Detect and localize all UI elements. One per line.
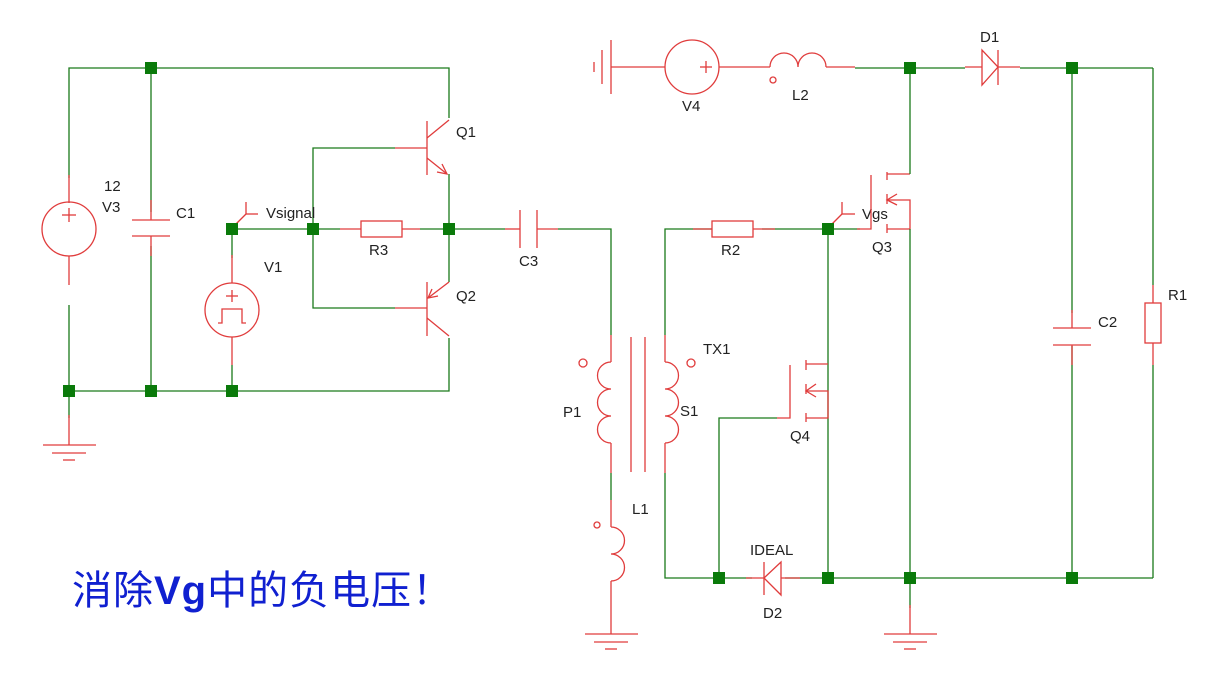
node <box>307 223 319 235</box>
r3-resistor[interactable] <box>340 220 420 238</box>
node <box>145 385 157 397</box>
vsignal-probe-icon[interactable] <box>235 202 258 225</box>
title-part3: 中的负电压！ <box>207 568 454 614</box>
l2-inductor[interactable] <box>769 52 855 84</box>
v1-pulse-source[interactable] <box>204 255 260 365</box>
node <box>145 62 157 74</box>
c1-capacitor[interactable] <box>132 200 170 256</box>
title-part2: Vg <box>154 569 208 613</box>
node <box>713 572 725 584</box>
node <box>822 572 834 584</box>
v3-value-label: 12 <box>104 178 121 195</box>
title-part1: 消除 <box>72 568 154 614</box>
vsignal-label: Vsignal <box>266 205 315 222</box>
v3-label: V3 <box>102 199 120 216</box>
c3-capacitor[interactable] <box>505 210 558 248</box>
ground-icon-v4 <box>593 40 665 94</box>
c1-label: C1 <box>176 205 195 222</box>
q1-label: Q1 <box>456 124 476 141</box>
q3-mosfet[interactable] <box>857 172 911 233</box>
node <box>443 223 455 235</box>
node <box>63 385 75 397</box>
node <box>226 223 238 235</box>
tx1-label: TX1 <box>703 341 731 358</box>
d2-model-label: IDEAL <box>750 542 793 559</box>
junction-nodes <box>63 62 1078 584</box>
v4-label: V4 <box>682 98 700 115</box>
q1-npn-transistor[interactable] <box>395 119 450 175</box>
ground-icon-q3 <box>884 605 937 650</box>
node <box>904 572 916 584</box>
l1-label: L1 <box>632 501 649 518</box>
p1-label: P1 <box>563 404 581 421</box>
node <box>1066 62 1078 74</box>
v1-label: V1 <box>264 259 282 276</box>
ground-icon-left <box>43 415 96 461</box>
node <box>1066 572 1078 584</box>
q2-label: Q2 <box>456 288 476 305</box>
wires-boost <box>855 67 1154 608</box>
wires-driver <box>68 67 612 418</box>
node <box>822 223 834 235</box>
ground-icon-l1 <box>585 633 638 650</box>
r2-label: R2 <box>721 242 740 259</box>
d1-label: D1 <box>980 29 999 46</box>
r3-label: R3 <box>369 242 388 259</box>
node <box>226 385 238 397</box>
q4-mosfet[interactable] <box>777 360 829 422</box>
vgs-label: Vgs <box>862 206 888 223</box>
q2-pnp-transistor[interactable] <box>395 281 450 337</box>
q3-label: Q3 <box>872 239 892 256</box>
tx1-transformer[interactable] <box>578 335 696 473</box>
r1-label: R1 <box>1168 287 1187 304</box>
annotation-title: 消除Vg中的负电压！ <box>72 558 453 616</box>
d1-diode[interactable] <box>965 48 1020 87</box>
v3-dc-source[interactable] <box>41 175 97 285</box>
c2-label: C2 <box>1098 314 1117 331</box>
d2-label: D2 <box>763 605 782 622</box>
d2-diode[interactable] <box>746 560 800 597</box>
c2-capacitor[interactable] <box>1053 310 1091 365</box>
vgs-probe-icon[interactable] <box>831 202 855 225</box>
s1-label: S1 <box>680 403 698 420</box>
l2-label: L2 <box>792 87 809 104</box>
r2-resistor[interactable] <box>693 220 775 238</box>
v4-dc-source[interactable] <box>664 39 770 95</box>
node <box>904 62 916 74</box>
c3-label: C3 <box>519 253 538 270</box>
q4-label: Q4 <box>790 428 810 445</box>
r1-resistor[interactable] <box>1144 285 1162 365</box>
l1-inductor[interactable] <box>593 500 626 634</box>
